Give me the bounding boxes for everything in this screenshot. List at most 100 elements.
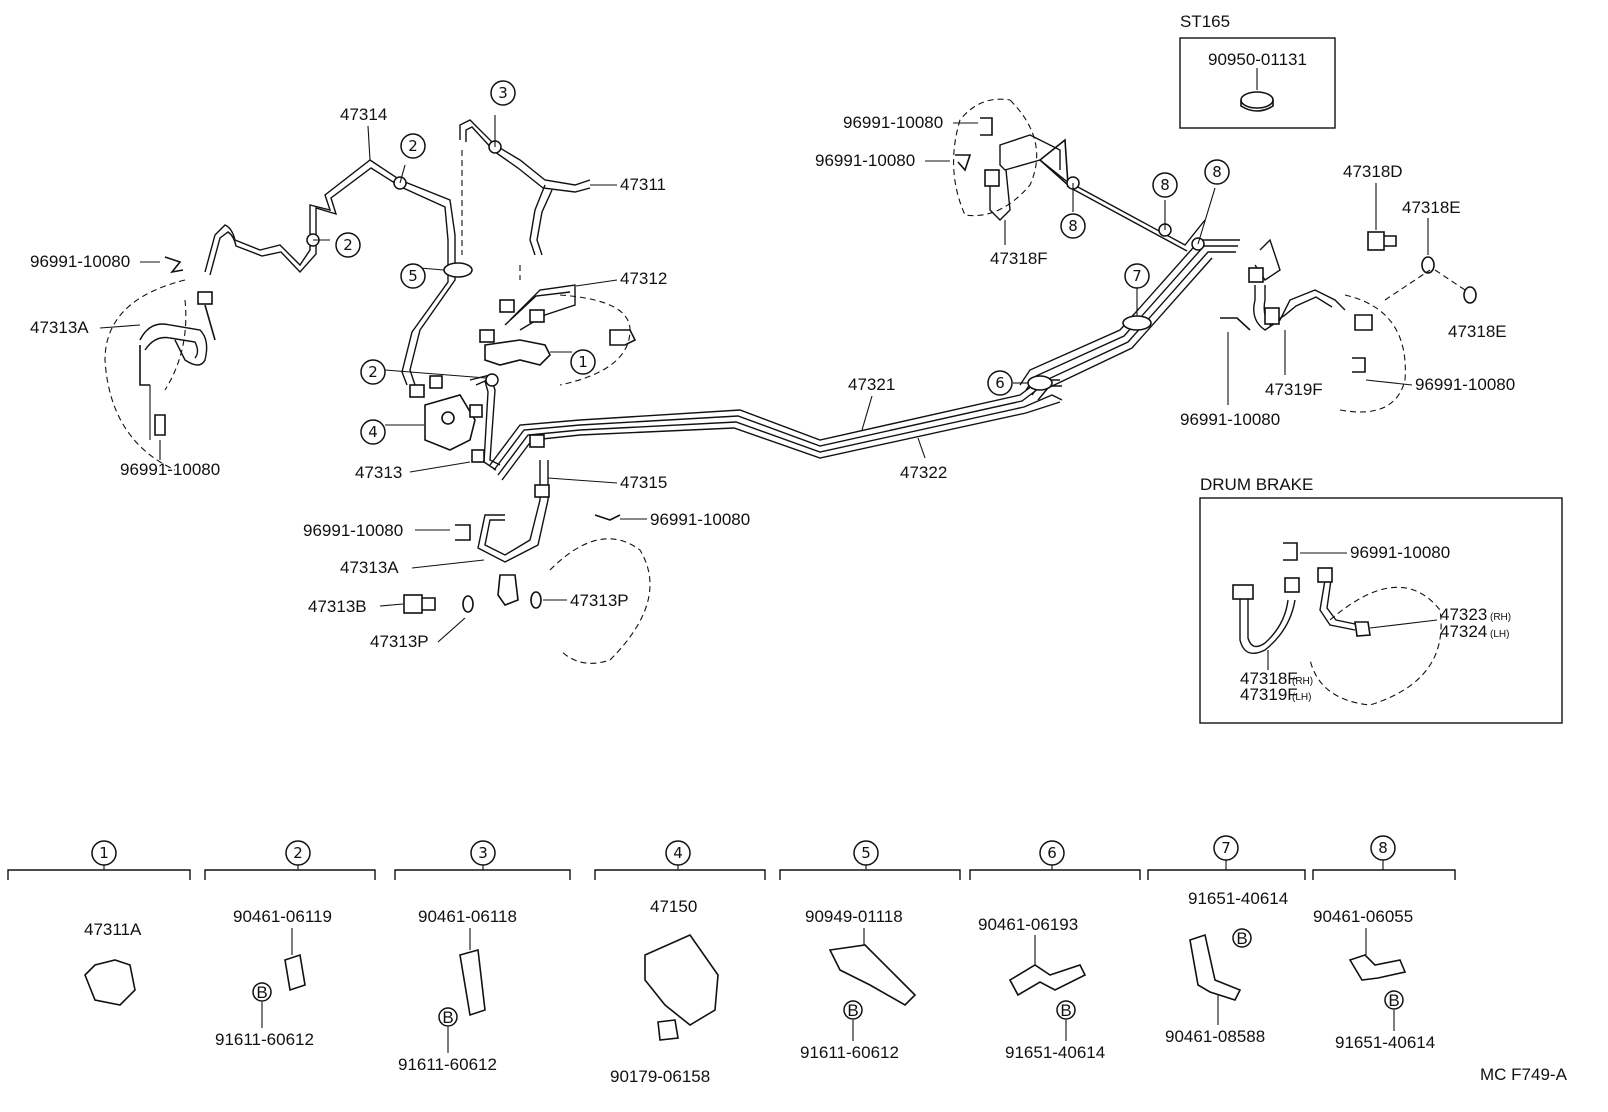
label-47322: 47322 — [900, 463, 947, 482]
bolt-icon — [1367, 231, 1397, 251]
rear-right-hose — [1253, 285, 1346, 331]
label-96991-left-bottom: 96991-10080 — [120, 460, 220, 479]
label-47315: 47315 — [620, 473, 667, 492]
clamp-icon — [459, 948, 486, 1017]
plug-icon — [657, 1019, 679, 1041]
drum-47318F-side: (RH) — [1292, 676, 1313, 687]
st165-part-label: 90950-01131 — [1208, 50, 1307, 69]
callout-8-c: 8 — [1204, 159, 1230, 185]
svg-text:5: 5 — [408, 267, 418, 285]
legend-4-part-a: 47150 — [650, 897, 697, 916]
clip-icon — [980, 117, 993, 136]
drum-hose-left — [1239, 595, 1296, 654]
pipe-47312 — [509, 284, 576, 331]
drum-47319F: 47319F — [1240, 685, 1298, 704]
label-47314: 47314 — [340, 105, 387, 124]
clamp-7 — [1122, 315, 1152, 331]
hose-fitting — [197, 291, 213, 305]
legend-5-part-b: 91611-60612 — [800, 1043, 899, 1062]
drum-outline — [1309, 586, 1442, 706]
b-marker: B — [1388, 991, 1399, 1010]
svg-text:2: 2 — [343, 236, 353, 254]
svg-text:6: 6 — [995, 374, 1005, 392]
clamp-icon — [828, 944, 917, 1006]
legend-item-1: 1 47311A — [7, 840, 191, 1006]
label-96991-center-right: 96991-10080 — [650, 510, 750, 529]
pipe-47322 — [497, 394, 1063, 476]
legend-3-part-b: 91611-60612 — [398, 1055, 497, 1074]
clamp-6 — [1027, 375, 1053, 391]
legend-item-4: 4 47150 90179-06158 — [594, 840, 766, 1086]
left-disc-outline — [104, 279, 186, 471]
label-47313P-right: 47313P — [570, 591, 629, 610]
rear-right-disc-outline — [953, 98, 1038, 217]
washer-icon — [530, 591, 542, 609]
left-disc-dash — [164, 299, 187, 391]
legend-7-part-a: 91651-40614 — [1188, 889, 1288, 908]
label-47313B: 47313B — [308, 597, 367, 616]
st165-label: ST165 — [1180, 12, 1230, 31]
svg-text:2: 2 — [293, 844, 303, 862]
bracket-icon — [1189, 933, 1242, 1001]
proportioning-valve-icon — [644, 934, 719, 1026]
legend-item-8: 8 90461-06055 B 91651-40614 — [1312, 835, 1456, 1052]
drum-47324: 47324 — [1440, 622, 1487, 641]
clamp-icon — [284, 953, 306, 992]
drum-clip-label: 96991-10080 — [1350, 543, 1450, 562]
clip-icon — [594, 514, 621, 521]
bolt-icon — [403, 594, 436, 614]
label-47318E-bottom: 47318E — [1448, 322, 1507, 341]
center-disc-outline — [549, 538, 651, 664]
callout-8-b: 8 — [1152, 172, 1178, 198]
svg-text:8: 8 — [1160, 176, 1170, 194]
svg-text:3: 3 — [498, 84, 508, 102]
callout-2-mid: 2 — [335, 232, 361, 258]
booster-outline — [559, 294, 631, 386]
legend-4-part-b: 90179-06158 — [610, 1067, 710, 1086]
label-47313A-center: 47313A — [340, 558, 399, 577]
center-hose — [484, 460, 541, 556]
drum-47324-side: (LH) — [1490, 629, 1509, 640]
washer-icon — [462, 595, 474, 613]
legend-5-part-a: 90949-01118 — [805, 907, 903, 926]
label-47318F: 47318F — [990, 249, 1048, 268]
washer-icon — [1421, 256, 1435, 274]
label-47313A-left: 47313A — [30, 318, 89, 337]
callout-3-top: 3 — [490, 80, 516, 106]
b-marker: B — [847, 1001, 858, 1020]
svg-text:1: 1 — [99, 844, 109, 862]
legend-item-7: 7 91651-40614 B 90461-08588 — [1147, 835, 1306, 1046]
label-47319F: 47319F — [1265, 380, 1323, 399]
left-hose — [139, 323, 208, 366]
svg-text:7: 7 — [1221, 839, 1231, 857]
legend-item-5: 5 90949-01118 B 91611-60612 — [779, 840, 961, 1062]
pipe-47311 — [459, 119, 591, 186]
legend-6-part-a: 90461-06193 — [978, 915, 1078, 934]
clip-icon — [455, 524, 471, 541]
b-marker: B — [442, 1008, 453, 1027]
svg-text:4: 4 — [368, 423, 378, 441]
legend-item-3: 3 90461-06118 B 91611-60612 — [394, 840, 571, 1074]
clip-icon — [1352, 357, 1366, 373]
legend-6-part-b: 91651-40614 — [1005, 1043, 1105, 1062]
plug-icon — [1240, 91, 1274, 112]
pipe-47321 — [489, 379, 1060, 466]
drum-brake-box — [1199, 497, 1563, 724]
svg-text:3: 3 — [478, 844, 488, 862]
legend-8-part-a: 90461-06055 — [1313, 907, 1413, 926]
legend-3-part-a: 90461-06118 — [418, 907, 517, 926]
legend-item-2: 2 90461-06119 B 91611-60612 — [204, 840, 376, 1049]
washer-icon — [1463, 286, 1477, 304]
drum-brake-title: DRUM BRAKE — [1200, 475, 1313, 494]
legend-2-part-b: 91611-60612 — [215, 1030, 314, 1049]
callout-2-low: 2 — [360, 359, 386, 385]
callout-8-a: 8 — [1060, 213, 1086, 239]
label-96991-center-left: 96991-10080 — [303, 521, 403, 540]
callout-5: 5 — [400, 263, 426, 289]
clip-icon — [1283, 542, 1298, 561]
label-96991-rear-right: 96991-10080 — [1415, 375, 1515, 394]
svg-text:8: 8 — [1068, 217, 1078, 235]
svg-text:7: 7 — [1132, 267, 1142, 285]
b-marker: B — [1060, 1001, 1071, 1020]
drum-47323-side: (RH) — [1490, 612, 1511, 623]
